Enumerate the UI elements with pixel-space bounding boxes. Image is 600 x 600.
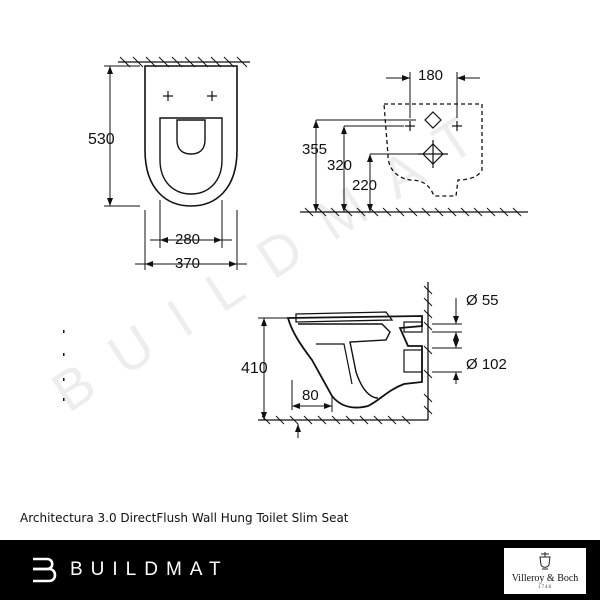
rear-view-height-220-label: 220 bbox=[352, 177, 378, 194]
top-view-inner-width-label: 280 bbox=[175, 231, 201, 248]
top-view-height-label: 530 bbox=[88, 131, 115, 148]
technical-drawing: BUILDMAT 530 280 370 180 355 320 220 410… bbox=[41, 56, 528, 438]
partner-logo: Villeroy & Boch 1748 bbox=[504, 548, 586, 594]
rear-view-height-355-label: 355 bbox=[302, 141, 328, 158]
rear-view-icon bbox=[300, 72, 528, 217]
side-view-inlet-label: 80 bbox=[302, 387, 319, 404]
footer-bar: BUILDMAT Villeroy & Boch 1748 bbox=[0, 540, 600, 600]
side-view-icon bbox=[258, 282, 462, 438]
brand-name: BUILDMAT bbox=[70, 559, 229, 580]
buildmat-logo-icon bbox=[30, 556, 60, 584]
rear-view-height-320-label: 320 bbox=[327, 157, 353, 174]
side-view-flush-pipe-label: Ø 55 bbox=[466, 292, 499, 309]
villeroy-boch-crest-icon bbox=[537, 551, 553, 571]
rear-view-bolt-spacing-label: 180 bbox=[418, 67, 444, 84]
partner-year: 1748 bbox=[538, 585, 552, 590]
top-view-outer-width-label: 370 bbox=[175, 255, 201, 272]
side-view-waste-pipe-label: Ø 102 bbox=[466, 356, 507, 373]
side-view-height-label: 410 bbox=[241, 360, 268, 377]
partner-name: Villeroy & Boch bbox=[511, 573, 579, 584]
drawing-lines bbox=[63, 56, 528, 438]
product-caption: Architectura 3.0 DirectFlush Wall Hung T… bbox=[20, 511, 349, 525]
